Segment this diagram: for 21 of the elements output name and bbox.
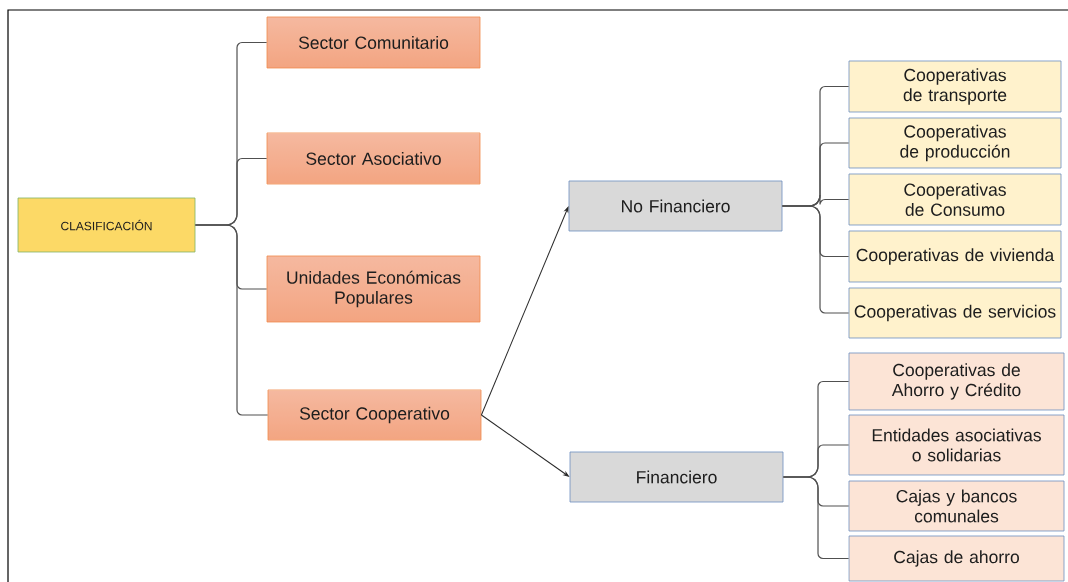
category-box: Cooperativas de servicios (848, 287, 1062, 339)
sector-box: Sector Cooperativo (267, 389, 482, 441)
category-box: Cooperativas de transporte (848, 60, 1062, 113)
category-box: Cooperativas de vivienda (848, 230, 1062, 283)
sector-box: Unidades Económicas Populares (266, 255, 481, 323)
sector-box: Sector Comunitario (266, 16, 481, 69)
category-box: Cooperativas de Ahorro y Crédito (848, 352, 1065, 411)
category-box: Cajas y bancos comunales (848, 480, 1065, 532)
arrow (480, 414, 569, 477)
brace-connector (194, 224, 269, 416)
sector-box: Sector Asociativo (266, 132, 481, 185)
arrow (480, 206, 569, 416)
brace-connector (782, 476, 850, 560)
category-box: Cooperativas de Consumo (848, 173, 1062, 226)
branch-box: Financiero (569, 451, 784, 503)
category-box: Cooperativas de producción (848, 117, 1062, 169)
category-box: Entidades asociativas o solidarias (848, 414, 1065, 476)
text-box: CLASIFICACIÓN (17, 197, 196, 253)
category-box: Cajas de ahorro (848, 535, 1065, 582)
brace-connector (781, 205, 850, 314)
branch-box: No Financiero (568, 180, 783, 232)
